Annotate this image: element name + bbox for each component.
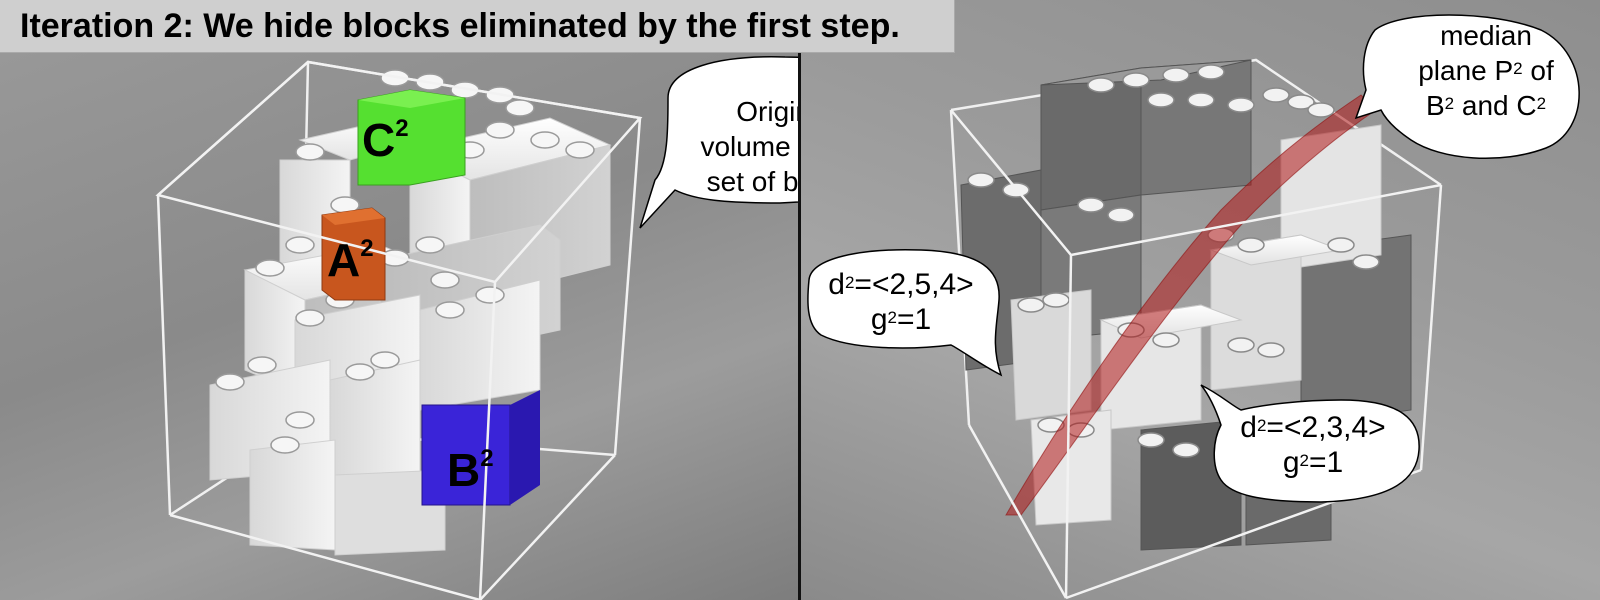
block-a2 <box>321 207 386 301</box>
d2-234-bubble <box>1200 384 1420 503</box>
d2-234-bubble-text: d2=<2,3,4> g2=1 <box>1240 411 1386 479</box>
right-panel: median plane P2 of B2 and C2 d2=<2,5,4> … <box>801 0 1600 600</box>
median-plane-bubble-text: median plane P2 of B2 and C2 <box>1418 20 1554 121</box>
label-c2: C2 <box>362 114 409 166</box>
volume-bubble-text: Original volume of the set of blocks <box>700 96 798 197</box>
left-cube-illustration <box>155 56 798 600</box>
volume-speech-bubble <box>639 56 798 229</box>
left-panel: C2 A2 B2 Original volume of the set of b… <box>0 0 798 600</box>
label-a2: A2 <box>327 234 374 286</box>
bounding-box-front <box>155 60 643 600</box>
white-blocks <box>209 114 612 556</box>
median-plane-bubble <box>1354 14 1580 160</box>
label-b2: B2 <box>447 444 494 496</box>
d2-254-bubble-text: d2=<2,5,4> g2=1 <box>828 268 974 336</box>
title-banner: Iteration 2: We hide blocks eliminated b… <box>0 0 955 53</box>
panel-divider <box>798 52 801 600</box>
right-cube-illustration <box>807 14 1580 600</box>
block-c2 <box>357 89 466 186</box>
d2-254-bubble <box>807 249 1003 377</box>
hidden-blocks <box>960 59 1412 551</box>
slide-title: Iteration 2: We hide blocks eliminated b… <box>20 7 900 45</box>
right-bounding-box-front <box>950 109 1443 600</box>
block-studs <box>215 69 595 454</box>
